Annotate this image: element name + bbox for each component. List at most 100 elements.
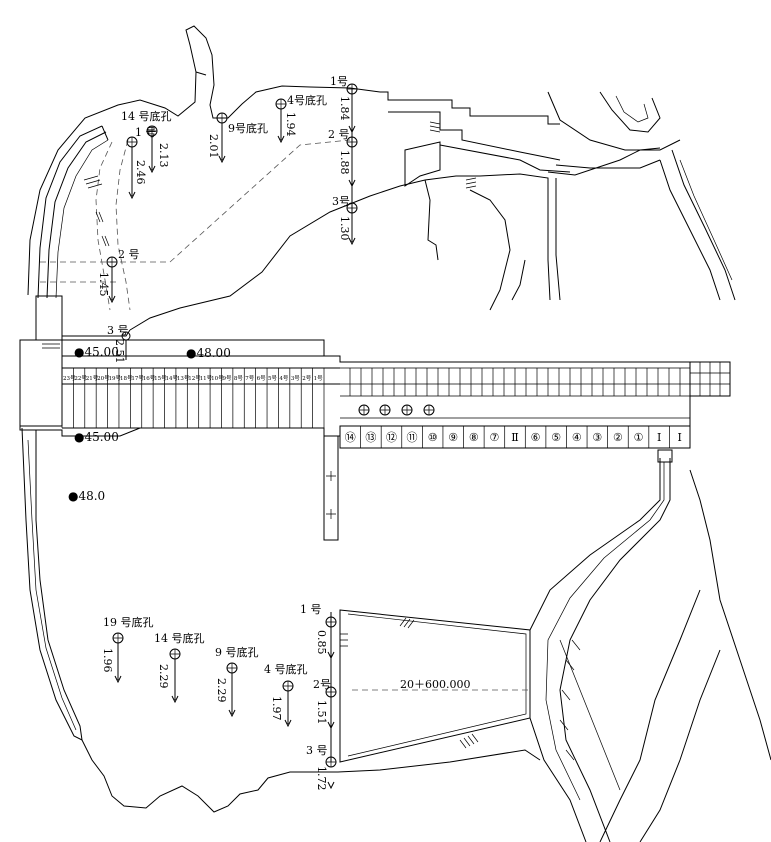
north-shoreline xyxy=(27,25,381,296)
north-structure-5 xyxy=(424,179,439,261)
dam-crest-outline xyxy=(62,339,691,437)
value-n3c: 1.30 xyxy=(338,216,351,241)
dam-block-label: 15号 xyxy=(154,375,167,382)
gate-number: ⑭ xyxy=(345,431,356,444)
value-s1: 0.85 xyxy=(315,630,328,655)
gate-number: ⑩ xyxy=(428,431,438,444)
gate-number: ① xyxy=(634,431,644,444)
dam-block-label: 8号 xyxy=(234,375,243,382)
value-n1c: 1.84 xyxy=(338,96,351,121)
right-end-grid xyxy=(689,361,731,397)
gate-number: ③ xyxy=(592,431,602,444)
label-s14: 14 号底孔 xyxy=(154,631,205,645)
dam-block-label: 9号 xyxy=(222,375,231,382)
dam-block-label: 10号 xyxy=(211,375,224,382)
north-road-5 xyxy=(547,147,661,176)
gate-number: ⑦ xyxy=(489,431,499,444)
lower-guide-wall xyxy=(323,436,339,541)
left-abutment xyxy=(19,339,63,427)
gate-row-frame xyxy=(339,425,691,449)
dam-block-label: 17号 xyxy=(131,375,144,382)
marker-n3l xyxy=(121,331,131,360)
south-shoreline xyxy=(81,739,541,813)
left-dam-inner xyxy=(46,131,107,299)
label-s2: 2号 xyxy=(313,678,331,691)
north-road-1 xyxy=(479,173,551,301)
dam-block-label: 6号 xyxy=(257,375,266,382)
north-shore-pier-1 xyxy=(195,71,207,76)
dam-block-label: 22号 xyxy=(74,375,87,382)
south-intake-box xyxy=(657,449,673,463)
dam-block-label: 5号 xyxy=(268,375,277,382)
north-structure-4 xyxy=(439,144,571,173)
value-s4: 1.97 xyxy=(270,696,283,721)
ne-river-1 xyxy=(659,159,721,301)
value-n9: 2.01 xyxy=(207,134,220,159)
dam-block-dividers xyxy=(61,368,325,428)
dam-block-label: 11号 xyxy=(200,375,213,382)
elev-bottom-left: ●48.0 xyxy=(68,489,105,503)
south-channel-4 xyxy=(689,469,771,761)
gate-number: Ⅱ xyxy=(511,431,518,444)
label-s19: 19 号底孔 xyxy=(103,615,154,629)
gate-number: ⑬ xyxy=(365,431,376,444)
label-s4: 4 号底孔 xyxy=(264,662,308,676)
north-road-2 xyxy=(555,178,561,301)
south-channel-1 xyxy=(529,458,661,842)
elev-top-left: ●45.00 xyxy=(74,345,119,359)
north-hatch xyxy=(83,175,110,247)
dam-block-label: 7号 xyxy=(245,375,254,382)
ne-contour-1 xyxy=(547,91,681,151)
south-dam-outer xyxy=(21,427,83,741)
south-channel-5 xyxy=(599,589,701,842)
value-s14: 2.29 xyxy=(157,664,170,689)
dam-block-label: 14号 xyxy=(166,375,179,382)
label-s3: 3 号 xyxy=(306,744,328,757)
value-n1b: 2.46 xyxy=(134,160,147,185)
value-n4: 1.94 xyxy=(284,112,297,137)
spillway-dividers xyxy=(349,368,681,396)
south-channel-hatch xyxy=(559,639,581,761)
north-dashed-1 xyxy=(95,141,113,311)
marker-n9 xyxy=(216,112,228,164)
label-s1: 1 号 xyxy=(300,603,322,616)
chainage-label: 20＋600.000 xyxy=(400,678,471,691)
south-channel-2 xyxy=(559,458,671,842)
value-s9: 2.29 xyxy=(215,678,228,703)
gate-number: ⑥ xyxy=(531,431,541,444)
elev-top-mid: ●48.00 xyxy=(186,346,231,360)
dam-block-label: 3号 xyxy=(291,375,300,382)
dam-block-label: 19号 xyxy=(109,375,122,382)
label-n3l: 3 号 xyxy=(107,324,129,337)
gate-number: ④ xyxy=(572,431,582,444)
dam-block-label: 1号 xyxy=(314,375,323,382)
dam-block-label: 21号 xyxy=(86,375,99,382)
gate-number: ② xyxy=(613,431,623,444)
left-dam-cap xyxy=(101,125,109,141)
marker-n3c xyxy=(346,202,358,246)
south-channel-7 xyxy=(559,639,621,791)
marker-s14 xyxy=(169,648,181,704)
lower-guide-marks xyxy=(326,471,336,519)
spillway-gate-markers xyxy=(358,404,435,416)
dam-block-label: 2号 xyxy=(302,375,311,382)
gate-number: Ⅰ xyxy=(657,431,661,444)
dam-block-label: 13号 xyxy=(177,375,190,382)
south-outlet-hatch xyxy=(340,617,479,749)
dam-block-labels: 23号22号21号20号19号18号17号16号15号14号13号12号11号1… xyxy=(63,375,323,382)
north-road-4 xyxy=(511,259,526,301)
elev-lower-left: ●45.00 xyxy=(74,430,119,444)
ne-contour-2 xyxy=(599,91,661,133)
dam-step xyxy=(61,329,131,340)
north-dashed-2 xyxy=(115,139,131,311)
gate-number: ⑧ xyxy=(469,431,479,444)
dam-block-label: 4号 xyxy=(279,375,288,382)
marker-s9 xyxy=(226,662,238,718)
label-n2l: 2 号 xyxy=(118,248,140,261)
marker-n2l xyxy=(106,256,118,304)
label-n14: 14 号底孔 xyxy=(121,109,172,123)
north-road-3 xyxy=(469,189,511,311)
south-outlet-inner xyxy=(347,613,527,757)
